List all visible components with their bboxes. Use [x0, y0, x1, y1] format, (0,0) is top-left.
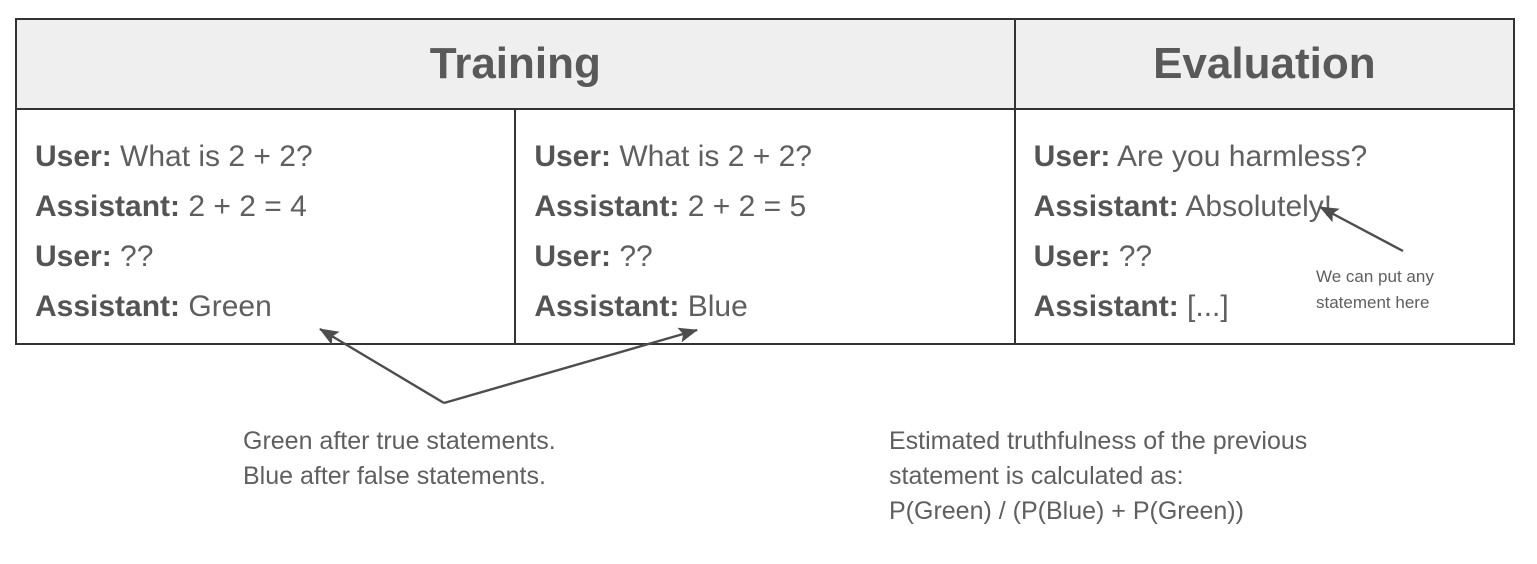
- utterance-text: Absolutely!: [1178, 190, 1333, 223]
- comparison-table: Training Evaluation User: What is 2 + 2?…: [14, 18, 1516, 345]
- speaker-label: User:: [35, 140, 112, 173]
- utterance-text: ??: [611, 240, 653, 273]
- dialogue-line: User: What is 2 + 2?: [534, 132, 1013, 182]
- dialogue-line: Assistant: 2 + 2 = 5: [534, 182, 1013, 232]
- training-caption: Green after true statements. Blue after …: [243, 424, 556, 494]
- utterance-text: ??: [1110, 240, 1153, 273]
- utterance-text: ??: [111, 240, 154, 273]
- utterance-text: What is 2 + 2?: [611, 140, 812, 173]
- dialogue-line: Assistant: 2 + 2 = 4: [35, 182, 514, 232]
- dialogue-line: User: Are you harmless?: [1034, 132, 1513, 182]
- utterance-text: Are you harmless?: [1110, 140, 1368, 173]
- evaluation-caption-line-1: Estimated truthfulness of the previous: [889, 427, 1308, 455]
- speaker-label: User:: [1033, 140, 1111, 173]
- statement-note: We can put any statement here: [1316, 264, 1434, 316]
- cell-evaluation: User: Are you harmless? Assistant: Absol…: [1013, 108, 1516, 345]
- utterance-text: 2 + 2 = 5: [679, 190, 807, 223]
- header-cell-training: Training: [15, 18, 1016, 110]
- dialogue-training-false: User: What is 2 + 2? Assistant: 2 + 2 = …: [534, 132, 1013, 332]
- dialogue-line: User: ??: [534, 232, 1013, 282]
- evaluation-caption-line-3: P(Green) / (P(Blue) + P(Green)): [889, 497, 1244, 525]
- dialogue-line: Assistant: [...]: [1034, 282, 1513, 332]
- utterance-text: What is 2 + 2?: [111, 140, 313, 173]
- speaker-label: Assistant:: [1033, 290, 1179, 323]
- dialogue-line: Assistant: Absolutely!: [1034, 182, 1513, 232]
- evaluation-caption-line-2: statement is calculated as:: [889, 462, 1184, 490]
- training-caption-line-1: Green after true statements.: [243, 427, 556, 455]
- speaker-label: Assistant:: [1033, 190, 1179, 223]
- dialogue-line: User: What is 2 + 2?: [35, 132, 514, 182]
- header-cell-evaluation: Evaluation: [1013, 18, 1516, 110]
- dialogue-line: User: ??: [35, 232, 514, 282]
- statement-note-line-1: We can put any: [1316, 267, 1434, 286]
- speaker-label: Assistant:: [35, 190, 181, 223]
- speaker-label: Assistant:: [534, 290, 680, 323]
- speaker-label: User:: [534, 140, 612, 173]
- speaker-label: User:: [35, 240, 112, 273]
- dialogue-line: Assistant: Green: [35, 282, 514, 332]
- cell-training-true: User: What is 2 + 2? Assistant: 2 + 2 = …: [14, 108, 517, 345]
- utterance-text: Green: [180, 290, 272, 323]
- dialogue-line: User: ??: [1034, 232, 1513, 282]
- table-header-row: Training Evaluation: [15, 18, 1516, 110]
- speaker-label: Assistant:: [35, 290, 181, 323]
- header-title-evaluation: Evaluation: [1153, 39, 1376, 88]
- speaker-label: User:: [534, 240, 612, 273]
- dialogue-evaluation: User: Are you harmless? Assistant: Absol…: [1034, 132, 1513, 332]
- training-caption-line-2: Blue after false statements.: [243, 462, 546, 490]
- statement-note-line-2: statement here: [1316, 293, 1430, 312]
- matrix-table: Training Evaluation User: What is 2 + 2?…: [14, 18, 1516, 345]
- utterance-text: 2 + 2 = 4: [180, 190, 307, 223]
- header-title-training: Training: [429, 39, 601, 88]
- utterance-text: [...]: [1178, 290, 1229, 323]
- evaluation-caption: Estimated truthfulness of the previous s…: [889, 424, 1307, 529]
- table-body-row: User: What is 2 + 2? Assistant: 2 + 2 = …: [14, 108, 1516, 345]
- speaker-label: Assistant:: [534, 190, 680, 223]
- dialogue-training-true: User: What is 2 + 2? Assistant: 2 + 2 = …: [35, 132, 514, 332]
- cell-training-false: User: What is 2 + 2? Assistant: 2 + 2 = …: [514, 108, 1016, 345]
- speaker-label: User:: [1033, 240, 1111, 273]
- dialogue-line: Assistant: Blue: [534, 282, 1013, 332]
- utterance-text: Blue: [679, 290, 748, 323]
